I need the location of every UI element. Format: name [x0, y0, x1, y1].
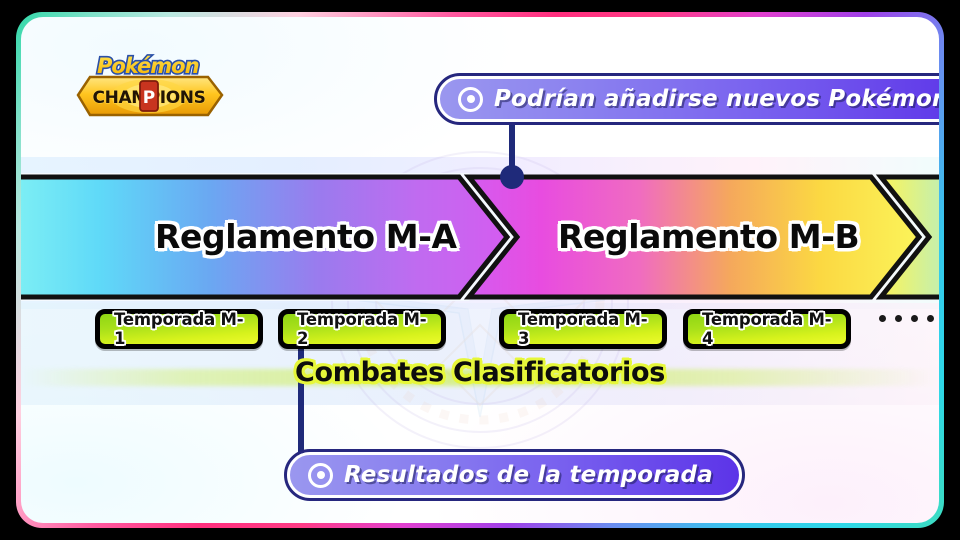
ruleset-label-b: Reglamento M-B: [558, 217, 860, 256]
ranked-streak-highlight: [21, 369, 939, 386]
svg-text:P: P: [143, 88, 155, 108]
season-label: Temporada M-4: [702, 310, 832, 348]
continuation-dot: [911, 315, 918, 322]
season-pill-m3[interactable]: Temporada M-3: [499, 309, 667, 349]
callout-label: Resultados de la temporada: [344, 462, 713, 488]
bullseye-icon: [308, 462, 333, 488]
season-label: Temporada M-3: [518, 310, 648, 348]
ruleset-chevron-a: [21, 174, 511, 300]
callout-new-pokemon[interactable]: Podrían añadirse nuevos Pokémon: [434, 73, 939, 125]
frame-inner: Pokémon CHAMPIONS P: [21, 17, 939, 523]
ruleset-label-a: Reglamento M-A: [155, 217, 457, 256]
callout-label: Podrían añadirse nuevos Pokémon: [494, 86, 939, 112]
season-list: Temporada M-1 Temporada M-2 Temporada M-…: [21, 309, 939, 353]
ruleset-chevron-next: [875, 174, 939, 300]
ruleset-timeline: [21, 173, 939, 301]
ranked-battles-title: Combates Clasificatorios: [294, 357, 666, 388]
bottom-callout-connector-line: [298, 319, 304, 459]
bullseye-icon: [458, 86, 483, 112]
rainbow-frame: Pokémon CHAMPIONS P: [16, 12, 944, 528]
continuation-dot: [879, 315, 886, 322]
top-callout-connector-dot: [500, 165, 524, 189]
season-pill-m4[interactable]: Temporada M-4: [683, 309, 851, 349]
season-label: Temporada M-2: [297, 310, 427, 348]
top-callout-connector-line: [509, 113, 515, 175]
callout-season-results[interactable]: Resultados de la temporada: [284, 449, 745, 501]
svg-text:Pokémon: Pokémon: [97, 54, 199, 78]
continuation-dot: [927, 315, 934, 322]
season-label: Temporada M-1: [114, 310, 244, 348]
ruleset-chevron-b: [463, 174, 923, 300]
season-pill-m2[interactable]: Temporada M-2: [278, 309, 446, 349]
season-continuation-dots: [879, 315, 934, 322]
season-pill-m1[interactable]: Temporada M-1: [95, 309, 263, 349]
continuation-dot: [895, 315, 902, 322]
pokemon-champions-logo: Pokémon CHAMPIONS P: [76, 52, 224, 117]
